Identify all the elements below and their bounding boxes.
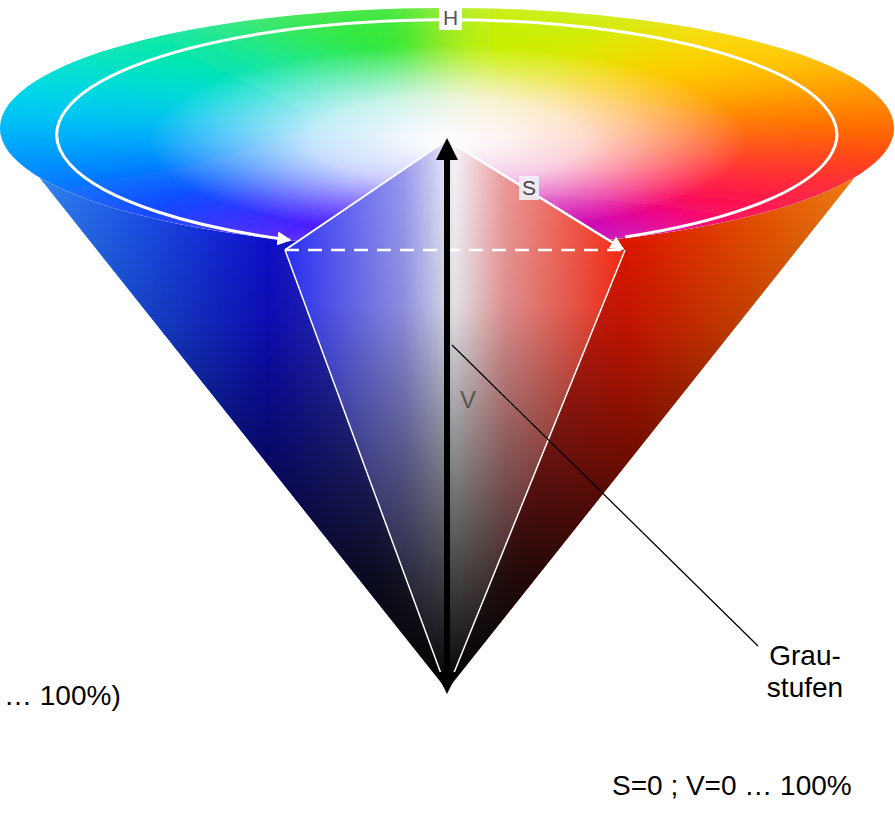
- leader-line: [452, 345, 758, 646]
- value-label: V: [460, 386, 476, 414]
- value-axis-arrow: [444, 160, 450, 672]
- section-edge: [447, 250, 625, 690]
- cut-section: [285, 140, 625, 690]
- section-edge: [285, 250, 447, 690]
- hue-label: H: [439, 6, 462, 30]
- saturation-label: S: [519, 176, 539, 200]
- cut-section-shading: [285, 140, 625, 690]
- saturation-arrow: [447, 140, 623, 249]
- dashed-radius: [285, 249, 625, 252]
- grayscale-condition: S=0 ; V=0 … 100%: [612, 770, 852, 802]
- range-note: … 100%): [4, 680, 121, 712]
- section-edge: [285, 140, 447, 250]
- grayscale-label: Grau- stufen: [745, 640, 865, 704]
